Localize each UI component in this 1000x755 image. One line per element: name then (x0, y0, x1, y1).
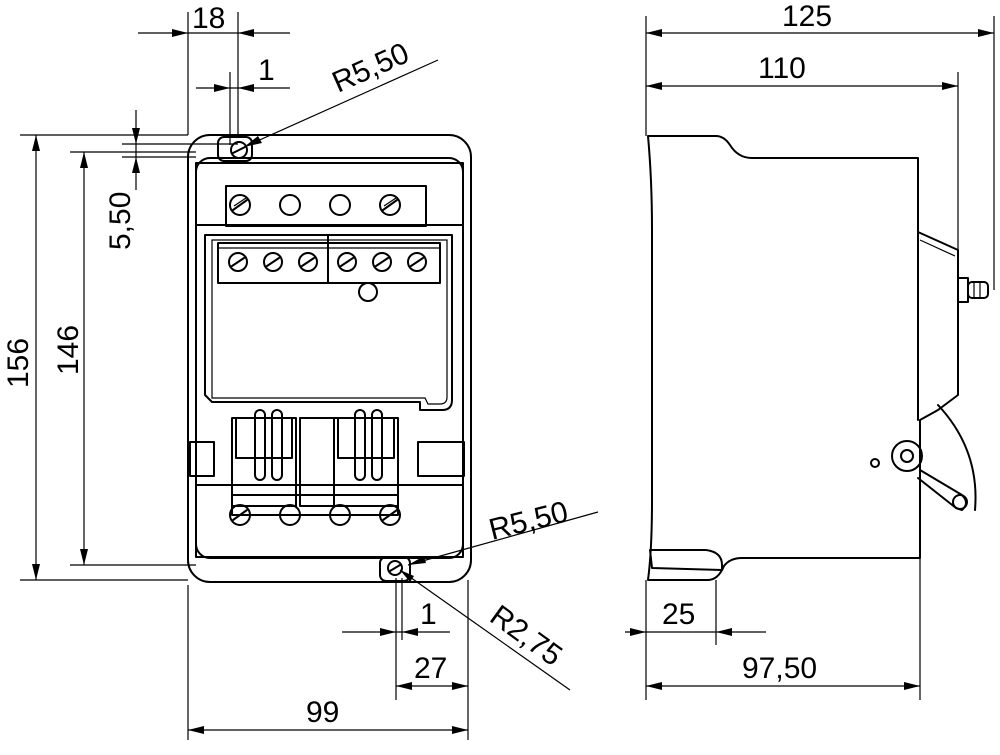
right-tab (417, 441, 465, 477)
dim-r275: R2,75 (484, 599, 568, 673)
dim-9750: 97,50 (742, 652, 817, 685)
enclosure-inner-outline (195, 157, 464, 559)
side-view (647, 135, 989, 581)
screw-icon (379, 194, 401, 216)
screw-icon (372, 252, 392, 272)
breaker-right (333, 409, 399, 507)
dim-1-bottom: 1 (420, 598, 437, 631)
dim-99: 99 (306, 696, 339, 729)
top-ribbed-band (195, 162, 464, 226)
screw-icon (229, 194, 251, 216)
dim-18: 18 (192, 2, 225, 35)
indicator-hole (358, 282, 378, 302)
dim-156: 156 (2, 338, 35, 388)
left-tab (189, 441, 215, 477)
rear-knob (957, 277, 989, 303)
bottom-mount-hole (379, 556, 411, 582)
dim-146: 146 (52, 325, 85, 375)
lever-handle (891, 440, 968, 511)
front-view (187, 134, 472, 583)
screw-icon (407, 252, 427, 272)
side-dimensions: 125 110 25 97,50 (625, 0, 995, 700)
dim-25: 25 (662, 598, 695, 631)
enclosure-outline (187, 134, 472, 583)
foot-section (649, 549, 723, 571)
breaker-left (231, 409, 297, 507)
small-hole (870, 458, 880, 468)
lever-arc (937, 404, 977, 511)
front-dimensions: 18 1 R5,50 5,50 156 146 R (2, 2, 599, 740)
top-mount-hole (217, 136, 253, 162)
dim-550-left: 5,50 (104, 192, 137, 250)
dim-125: 125 (782, 0, 832, 33)
top-screws (229, 194, 401, 216)
side-body-outline (647, 135, 959, 581)
dim-r550-bottom: R5,50 (486, 495, 572, 546)
screw-icon (298, 252, 318, 272)
dim-27: 27 (414, 652, 447, 685)
hole-icon (279, 194, 301, 216)
screw-icon (263, 252, 283, 272)
hole-icon (329, 194, 351, 216)
screw-icon (337, 252, 357, 272)
top-terminal-strip (225, 185, 427, 227)
terminal-screws (228, 252, 427, 272)
dim-110: 110 (758, 52, 806, 85)
screw-icon (228, 252, 248, 272)
central-window (204, 234, 453, 411)
dim-1-top: 1 (258, 54, 275, 87)
center-spacer (299, 417, 335, 507)
